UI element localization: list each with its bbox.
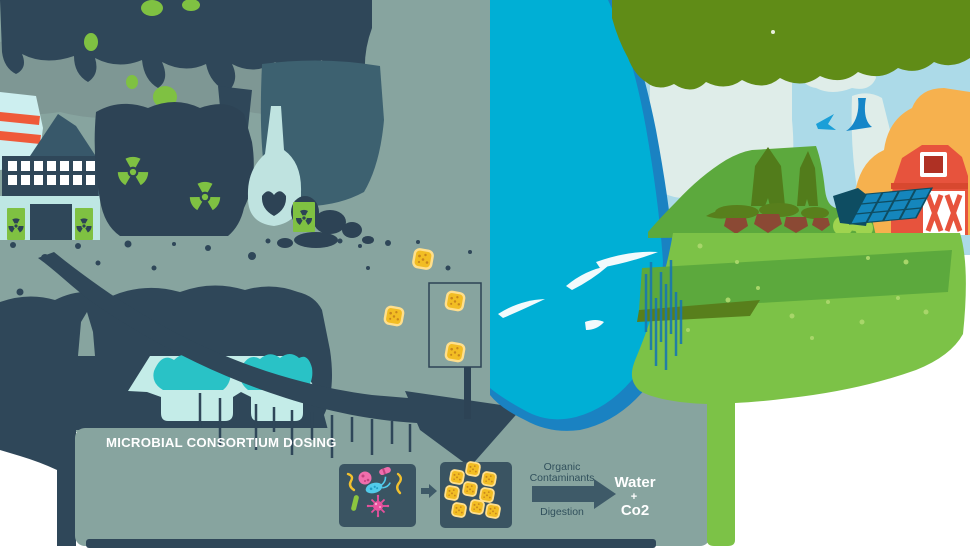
smokestack-stripe — [0, 131, 41, 144]
treatment-process: Organic Contaminants Digestion Water + C… — [339, 460, 656, 528]
forest-canopy — [612, 0, 970, 90]
waterline-hatch — [644, 260, 683, 370]
granule-icon — [443, 289, 467, 313]
granule-icon — [461, 480, 479, 498]
microbe-virus-icon — [366, 494, 390, 518]
grass-terrace-dark — [637, 300, 760, 322]
granule-icon — [448, 468, 466, 486]
flow-arrow — [38, 252, 522, 467]
factory-door — [30, 204, 72, 240]
granule-icon — [382, 304, 406, 328]
plus-label: + — [631, 491, 637, 503]
microbe-rod-icon — [351, 495, 359, 511]
granules-box — [440, 460, 512, 528]
granule-icon — [468, 498, 486, 516]
grass-dots — [686, 243, 929, 340]
granule-icon — [484, 502, 502, 520]
organic-label: Organic — [544, 461, 581, 473]
factory-windows — [8, 161, 95, 185]
smokestack-stripe — [0, 112, 40, 125]
result-label: Water + Co2 — [614, 474, 655, 519]
granule-icon — [443, 340, 467, 364]
co2-label: Co2 — [621, 502, 649, 519]
solar-panel-icon — [848, 187, 934, 225]
farm-scene — [631, 88, 970, 546]
dosing-label: MICROBIAL CONSORTIUM DOSING — [106, 435, 337, 450]
granule-icon — [450, 501, 468, 519]
microbe-bacterium-icon — [365, 476, 391, 494]
water-body — [490, 0, 675, 431]
tree-icon — [751, 147, 818, 206]
digestion-label: Digestion — [540, 506, 584, 518]
contaminants-label: Contaminants — [530, 472, 595, 484]
granule-icon — [478, 486, 496, 504]
toxic-plume — [94, 102, 254, 236]
microbe-coccus-icon — [358, 471, 372, 485]
digestion-arrow-icon — [532, 479, 616, 509]
factory — [0, 92, 100, 240]
water-label: Water — [614, 474, 655, 491]
discharge-hole — [261, 191, 287, 216]
bird-icon — [816, 98, 872, 131]
discharge-stream — [247, 106, 302, 226]
microbes-box — [339, 464, 416, 527]
waste-barrel — [7, 208, 25, 240]
wave-icon — [498, 251, 658, 330]
granule-sampler — [428, 282, 482, 419]
water-surface — [490, 0, 663, 420]
panel-base-bar — [86, 539, 656, 548]
waste-barrel — [75, 208, 93, 240]
granule-icon — [443, 484, 461, 502]
grass-terrace — [639, 250, 952, 310]
microbe-worm-icon — [346, 472, 356, 492]
underground-rock — [78, 312, 95, 356]
granule-icon — [411, 247, 435, 271]
smokestack — [0, 92, 43, 170]
granule-icon — [480, 470, 498, 488]
microbe-worm-icon — [396, 472, 402, 495]
crop-beet — [724, 214, 830, 234]
small-arrow-icon — [421, 484, 437, 498]
flow-drips — [198, 393, 412, 458]
microbe-pill-icon — [379, 466, 391, 476]
granule-icon — [464, 460, 482, 478]
crop-rows — [706, 203, 830, 234]
canopy-highlight — [771, 30, 775, 34]
